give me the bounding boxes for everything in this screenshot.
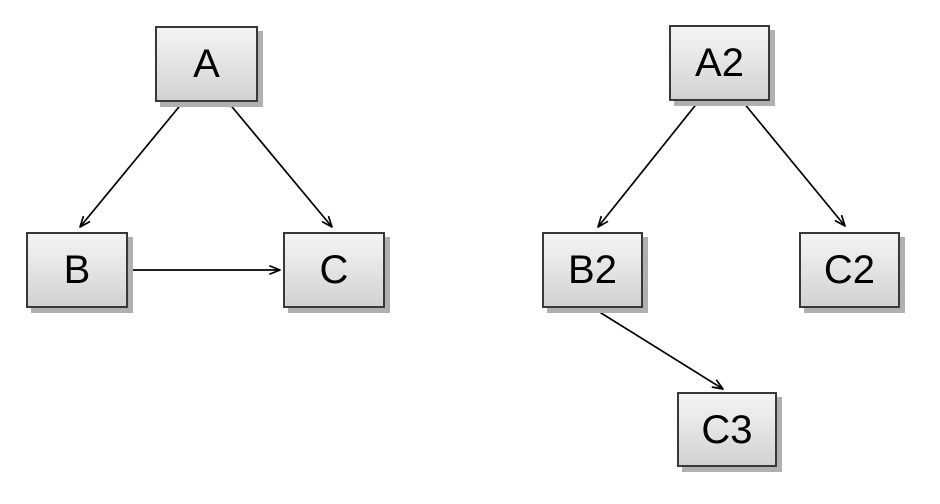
node-label-B2: B2 [568,248,617,292]
node-A2: A2 [669,25,770,101]
edge-A2-to-B2 [597,101,699,228]
node-A: A [155,26,258,102]
edge-A-to-C [227,101,333,228]
node-label-B: B [63,248,91,292]
node-label-C3: C3 [701,407,753,452]
node-label-A2: A2 [695,41,744,85]
node-label-C: C [319,248,349,292]
edge-A-to-B [79,101,184,228]
edge-A2-to-C2 [742,101,846,227]
node-C: C [283,232,385,308]
node-C2: C2 [799,232,900,308]
node-C3: C3 [677,392,777,467]
edge-B2-to-C3 [592,307,724,390]
edges-group [79,101,846,390]
node-label-C2: C2 [823,248,876,292]
node-B2: B2 [542,232,643,308]
node-B: B [26,232,128,308]
node-label-A: A [193,42,220,86]
